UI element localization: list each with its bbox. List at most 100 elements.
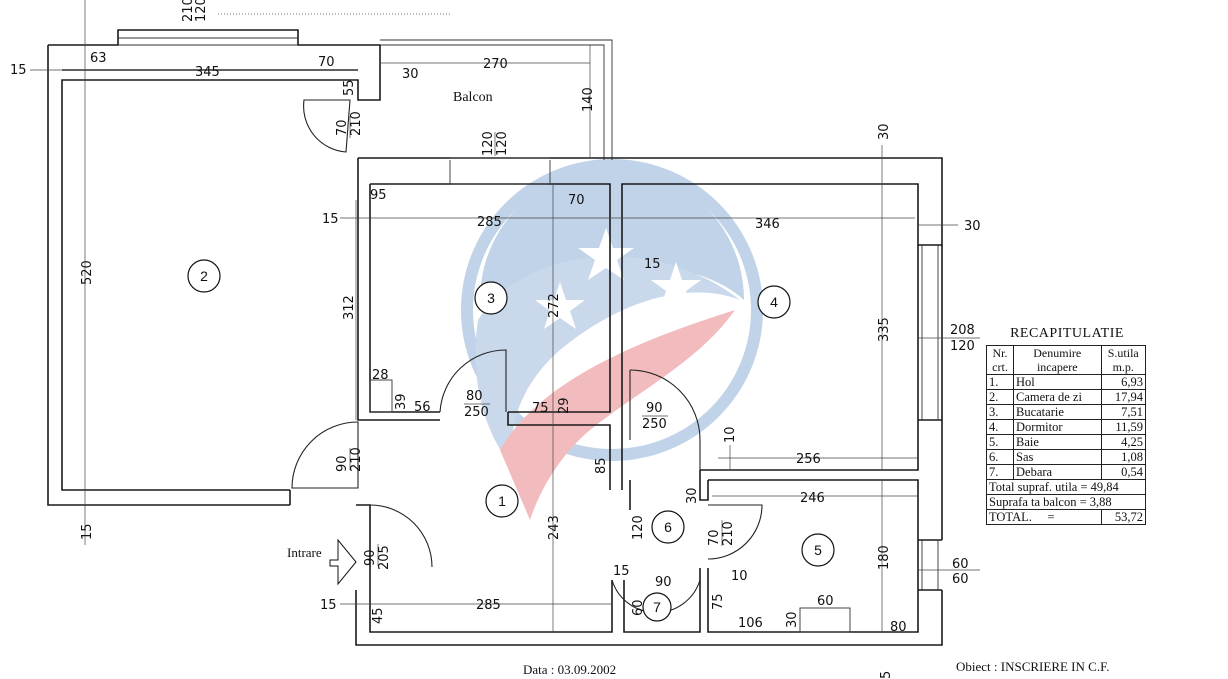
recap-title: RECAPITULATIE [1010,326,1124,341]
recap-name: Hol [1013,374,1102,390]
room-marker-6 [651,510,685,544]
dim-28: 28 [372,368,389,383]
recap-total-row: TOTAL. = 53,72 [986,509,1147,525]
dim-60-bath: 60 [817,594,834,609]
room-number-2: 2 [200,268,208,284]
recap-name: Debara [1013,464,1102,480]
recap-area: 1,08 [1100,449,1147,465]
dim-75: 75 [532,401,549,416]
dim-70-top: 70 [318,55,335,70]
recap-balcony-row: Suprafa ta balcon = 3,88 [986,494,1146,510]
room-marker-7 [642,592,672,622]
entrance-arrow-icon [329,538,357,586]
dim-120-sas: 120 [631,515,646,540]
recap-panel: RECAPITULATIE Nr. crt. Denumire incapere… [986,326,1148,525]
dim-door-sas-210: 210 [721,521,736,546]
dim-70-kitchen: 70 [568,193,585,208]
dim-29: 29 [557,397,572,414]
recap-area: 0,54 [1100,464,1147,480]
dim-95: 95 [370,188,387,203]
dim-15-wall: 15 [644,257,661,272]
recap-header-area: S.utila m.p. [1100,345,1147,375]
dim-door-70: 70 [335,119,350,136]
dim-55: 55 [342,79,357,96]
dim-kitchen-window-2: 120 [495,131,510,156]
dimension-lines [30,0,980,632]
dim-270: 270 [483,57,508,72]
dim-15-bottom: 15 [320,598,337,613]
recap-area: 7,51 [1100,404,1147,420]
recap-total-eq: = [1047,510,1055,524]
dim-285-kitchen: 285 [477,215,502,230]
dim-56: 56 [414,400,431,415]
dim-window-top-2: 120 [194,0,209,22]
watermark-logo-icon [461,159,763,520]
dim-window-top-1: 210 [181,0,196,22]
recap-name: Dormitor [1013,419,1102,435]
recap-total-usable: Total supraf. utila = 49,84 [986,479,1146,495]
dim-15-kitchen: 15 [322,212,339,227]
dim-345: 345 [195,65,220,80]
dim-30-bottom: 30 [785,611,800,628]
dim-312: 312 [342,295,357,320]
dim-243: 243 [547,515,562,540]
dim-10-bath: 10 [723,426,738,443]
dim-5-bottom: 5 [879,671,894,679]
dim-520: 520 [80,260,95,285]
dim-15-left: 15 [10,63,27,78]
recap-name: Sas [1013,449,1102,465]
dim-door-kitchen-80: 80 [466,389,483,404]
dim-285-hall: 285 [476,598,501,613]
recap-name: Bucatarie [1013,404,1102,420]
room-number-1: 1 [498,493,506,509]
recap-nr: 7. [986,464,1014,480]
dim-window-bed-2: 120 [950,339,975,354]
recap-total-value: 53,72 [1100,509,1147,525]
recap-nr: 1. [986,374,1014,390]
room-marker-2 [187,259,221,293]
dim-30-right-top: 30 [877,123,892,140]
dim-63: 63 [90,51,107,66]
dim-60-debara: 60 [631,599,646,616]
dim-256: 256 [796,452,821,467]
dim-door-kitchen-250: 250 [464,405,489,420]
dim-15-bottom-left: 15 [80,523,95,540]
recap-total-label-cell: TOTAL. = [986,509,1102,525]
room-number-5: 5 [814,542,822,558]
dim-180: 180 [877,545,892,570]
dim-30-right: 30 [964,219,981,234]
recap-area: 4,25 [1100,434,1147,450]
recap-table: Nr. crt. Denumire incapere S.utila m.p. … [986,345,1147,525]
dim-door-bed-250: 250 [642,417,667,432]
dim-30-top: 30 [402,67,419,82]
room-markers: 2 3 4 1 6 5 7 [187,259,835,622]
dim-kitchen-window-1: 120 [481,131,496,156]
dim-85: 85 [594,457,609,474]
dim-15-debara: 15 [613,564,630,579]
dim-window-bath-2: 60 [952,572,969,587]
recap-name: Baie [1013,434,1102,450]
room-number-4: 4 [770,294,778,310]
dim-80: 80 [890,620,907,635]
recap-area: 17,94 [1100,389,1147,405]
recap-total-usable-row: Total supraf. utila = 49,84 [986,479,1146,495]
dim-entrance-205: 205 [377,545,392,570]
recap-balcony-area: Suprafa ta balcon = 3,88 [986,494,1146,510]
dim-window-bath-1: 60 [952,557,969,572]
recap-area: 6,93 [1100,374,1147,390]
recap-nr: 5. [986,434,1014,450]
dim-39: 39 [394,393,409,410]
recap-header-row: Nr. crt. Denumire incapere S.utila m.p. [986,345,1147,375]
dim-10-debara: 10 [731,569,748,584]
room-marker-3 [474,281,508,315]
dim-106: 106 [738,616,763,631]
room-number-7: 7 [653,599,661,615]
